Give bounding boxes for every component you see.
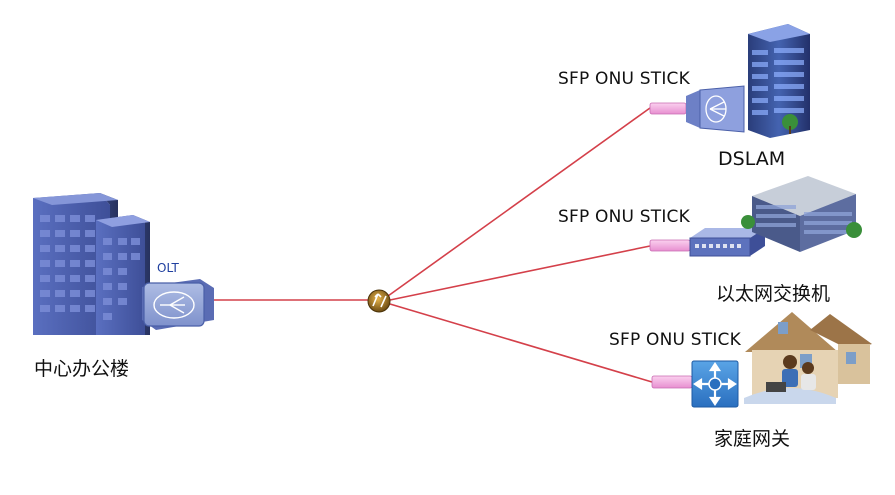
olt-device-icon — [142, 279, 214, 330]
home-gateway-icon — [691, 360, 739, 408]
dslam-sfp-stick — [649, 102, 687, 115]
switch-sfp-stick — [649, 239, 691, 252]
fiber-splitter-to-dslam — [387, 107, 651, 297]
fiber-links — [212, 107, 653, 383]
central-office-label: 中心办公楼 — [34, 358, 130, 380]
switch-label: 以太网交换机 — [716, 283, 831, 305]
house-icon — [744, 312, 872, 404]
dslam-label: DSLAM — [718, 148, 786, 170]
gateway-stick-label: SFP ONU STICK — [609, 330, 741, 350]
fiber-splitter-to-gateway — [389, 303, 653, 383]
switch-stick-label: SFP ONU STICK — [558, 207, 690, 227]
olt-label: OLT — [157, 261, 179, 275]
fiber-splitter-to-switch — [389, 245, 651, 301]
gateway-label: 家庭网关 — [714, 428, 791, 450]
dslam-device-icon — [686, 85, 745, 133]
low-building-icon — [741, 176, 862, 252]
splitter-icon — [367, 289, 391, 313]
gateway-sfp-stick — [651, 375, 693, 389]
tower-building-icon — [748, 24, 810, 138]
dslam-stick-label: SFP ONU STICK — [558, 69, 690, 89]
office-building-icon — [33, 193, 150, 335]
